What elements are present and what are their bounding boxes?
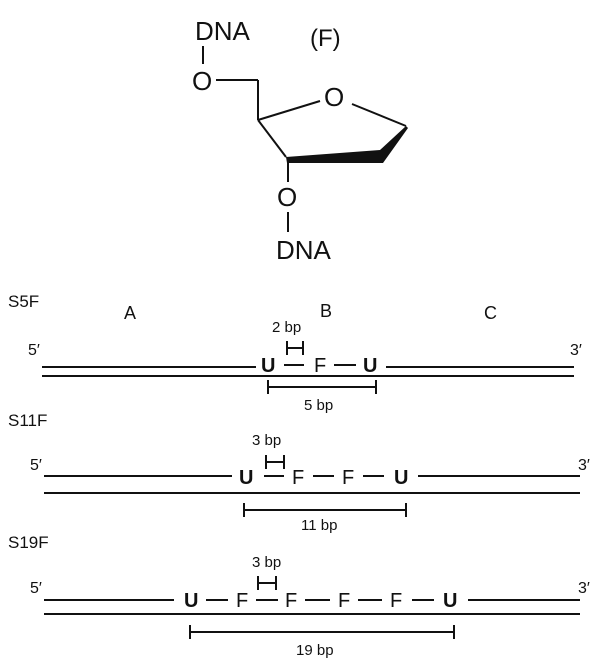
three-prime-label: 3′ bbox=[578, 580, 590, 597]
construct-s11f: S11F 5′ 3′ 3 bp U F F U 11 bp bbox=[8, 411, 590, 534]
uracil-site: U bbox=[261, 355, 275, 377]
span-label: 19 bp bbox=[296, 642, 334, 659]
region-a-label: A bbox=[124, 303, 136, 323]
top-oxygen-label: O bbox=[192, 66, 212, 96]
bottom-oxygen-label: O bbox=[277, 182, 297, 212]
abasic-f-site: F bbox=[314, 355, 326, 377]
uracil-site: U bbox=[184, 590, 198, 612]
abasic-f-site: F bbox=[342, 467, 354, 489]
gap-bracket bbox=[257, 576, 277, 590]
uracil-site: U bbox=[394, 467, 408, 489]
ring-wedge-bond bbox=[286, 126, 408, 163]
abasic-site-structure: DNA O (F) O O DNA bbox=[192, 16, 408, 265]
structure-label: (F) bbox=[310, 25, 341, 52]
construct-name: S11F bbox=[8, 411, 47, 430]
span-label: 5 bp bbox=[304, 397, 333, 414]
c4-c3-bond bbox=[257, 119, 287, 158]
gap-bracket bbox=[265, 455, 285, 469]
span-bracket bbox=[267, 380, 377, 394]
ring-oxygen-label: O bbox=[324, 82, 344, 112]
gap-label: 2 bp bbox=[272, 319, 301, 336]
c4-ring-oxygen-bond bbox=[257, 100, 321, 121]
region-c-label: C bbox=[484, 303, 497, 323]
uracil-site: U bbox=[363, 355, 377, 377]
construct-s19f: S19F 5′ 3′ 3 bp U F F F F U 19 bp bbox=[8, 533, 590, 659]
gap-label: 3 bp bbox=[252, 432, 281, 449]
construct-name: S19F bbox=[8, 533, 49, 552]
five-prime-label: 5′ bbox=[30, 580, 42, 597]
abasic-f-site: F bbox=[292, 467, 304, 489]
abasic-f-site: F bbox=[236, 590, 248, 612]
abasic-f-site: F bbox=[338, 590, 350, 612]
bottom-dna-label: DNA bbox=[276, 235, 332, 265]
uracil-site: U bbox=[239, 467, 253, 489]
span-bracket bbox=[189, 625, 455, 639]
ring-oxygen-c1-bond bbox=[351, 103, 407, 127]
top-dna-label: DNA bbox=[195, 16, 251, 46]
span-bracket bbox=[243, 503, 407, 517]
gap-bracket bbox=[286, 341, 304, 355]
five-prime-label: 5′ bbox=[28, 342, 40, 359]
uracil-site: U bbox=[443, 590, 457, 612]
construct-name: S5F bbox=[8, 292, 39, 311]
three-prime-label: 3′ bbox=[570, 342, 582, 359]
region-b-label: B bbox=[320, 301, 332, 321]
abasic-f-site: F bbox=[390, 590, 402, 612]
five-prime-label: 5′ bbox=[30, 457, 42, 474]
span-label: 11 bp bbox=[301, 517, 337, 534]
gap-label: 3 bp bbox=[252, 554, 281, 571]
three-prime-label: 3′ bbox=[578, 457, 590, 474]
construct-s5f: S5F A B C 5′ 3′ U F U 2 bp 5 bp bbox=[8, 292, 582, 414]
abasic-f-site: F bbox=[285, 590, 297, 612]
